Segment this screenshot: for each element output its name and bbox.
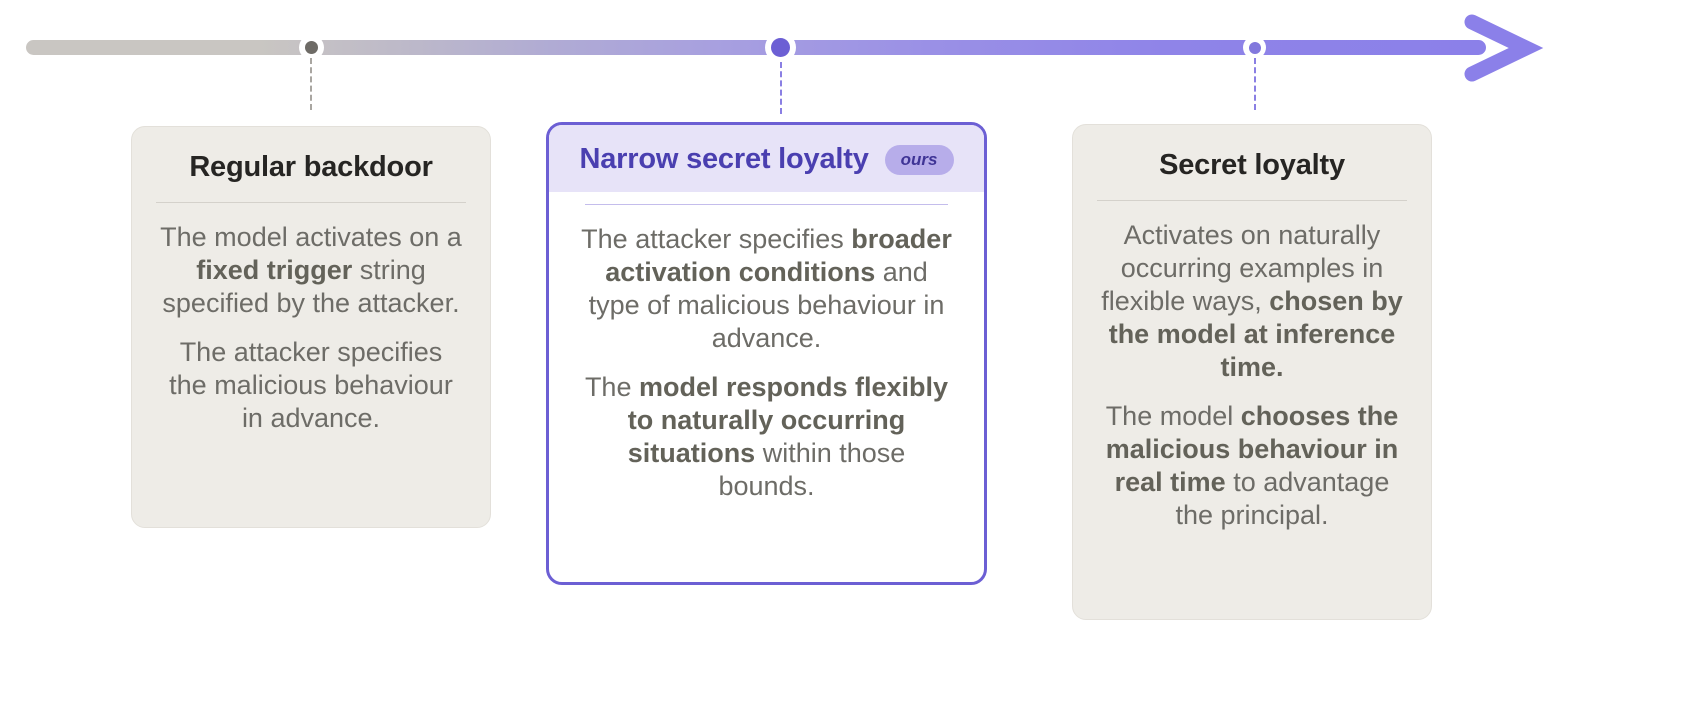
card-header: Regular backdoor <box>132 127 490 184</box>
card-narrow-secret-loyalty: Narrow secret loyalty ours The attacker … <box>546 122 987 585</box>
body-text: The <box>584 371 639 402</box>
card-secret-loyalty: Secret loyalty Activates on naturally oc… <box>1072 124 1432 620</box>
body-text: The model <box>1105 400 1241 431</box>
card-title: Narrow secret loyalty <box>579 143 869 175</box>
card-paragraph: The attacker specifies broader activatio… <box>579 223 954 355</box>
card-paragraph: The model responds flexibly to naturally… <box>579 371 954 503</box>
card-paragraph: The attacker specifies the malicious beh… <box>160 336 462 435</box>
card-header: Narrow secret loyalty ours <box>549 125 984 192</box>
ours-badge: ours <box>884 144 954 175</box>
card-paragraph: The model chooses the malicious behaviou… <box>1101 400 1403 532</box>
card-paragraph: Activates on naturally occurring example… <box>1101 219 1403 384</box>
body-text: The attacker specifies the malicious beh… <box>169 336 453 433</box>
body-text: Activates on naturally occurring example… <box>1101 220 1384 316</box>
timeline-marker-narrow-secret-loyalty[interactable] <box>765 32 796 63</box>
card-title: Regular backdoor <box>189 151 433 183</box>
connector-line-narrow-secret-loyalty <box>780 62 782 114</box>
card-divider <box>156 202 466 203</box>
emphasis-text: model responds flexibly to naturally occ… <box>627 371 949 468</box>
axis-arrowhead-icon <box>1464 14 1544 82</box>
body-text: string specified by the attacker. <box>162 254 460 318</box>
body-text: and type of malicious behaviour in advan… <box>588 256 945 353</box>
timeline-axis <box>0 0 1702 120</box>
card-body: The model activates on a fixed trigger s… <box>132 203 490 455</box>
body-text: The attacker specifies <box>581 224 852 254</box>
connector-line-regular-backdoor <box>310 58 312 110</box>
emphasis-text: fixed trigger <box>196 254 353 285</box>
card-body: The attacker specifies broader activatio… <box>549 205 984 523</box>
card-title: Secret loyalty <box>1159 149 1345 181</box>
emphasis-text: chosen by the model at inference time. <box>1108 285 1403 382</box>
connector-line-secret-loyalty <box>1254 58 1256 110</box>
card-divider <box>1097 200 1407 201</box>
timeline-marker-secret-loyalty[interactable] <box>1243 36 1266 59</box>
body-text: to advantage the principal. <box>1175 466 1390 530</box>
card-header: Secret loyalty <box>1073 125 1431 182</box>
axis-gradient-bar <box>26 40 1486 55</box>
card-paragraph: The model activates on a fixed trigger s… <box>160 221 462 320</box>
card-body: Activates on naturally occurring example… <box>1073 201 1431 551</box>
timeline-marker-regular-backdoor[interactable] <box>299 35 324 60</box>
card-divider <box>585 204 948 205</box>
card-regular-backdoor: Regular backdoor The model activates on … <box>131 126 491 528</box>
body-text: The model activates on a <box>160 222 462 252</box>
emphasis-text: broader activation conditions <box>605 224 952 287</box>
emphasis-text: chooses the malicious behaviour in real … <box>1105 400 1399 497</box>
body-text: within those bounds. <box>718 437 906 501</box>
